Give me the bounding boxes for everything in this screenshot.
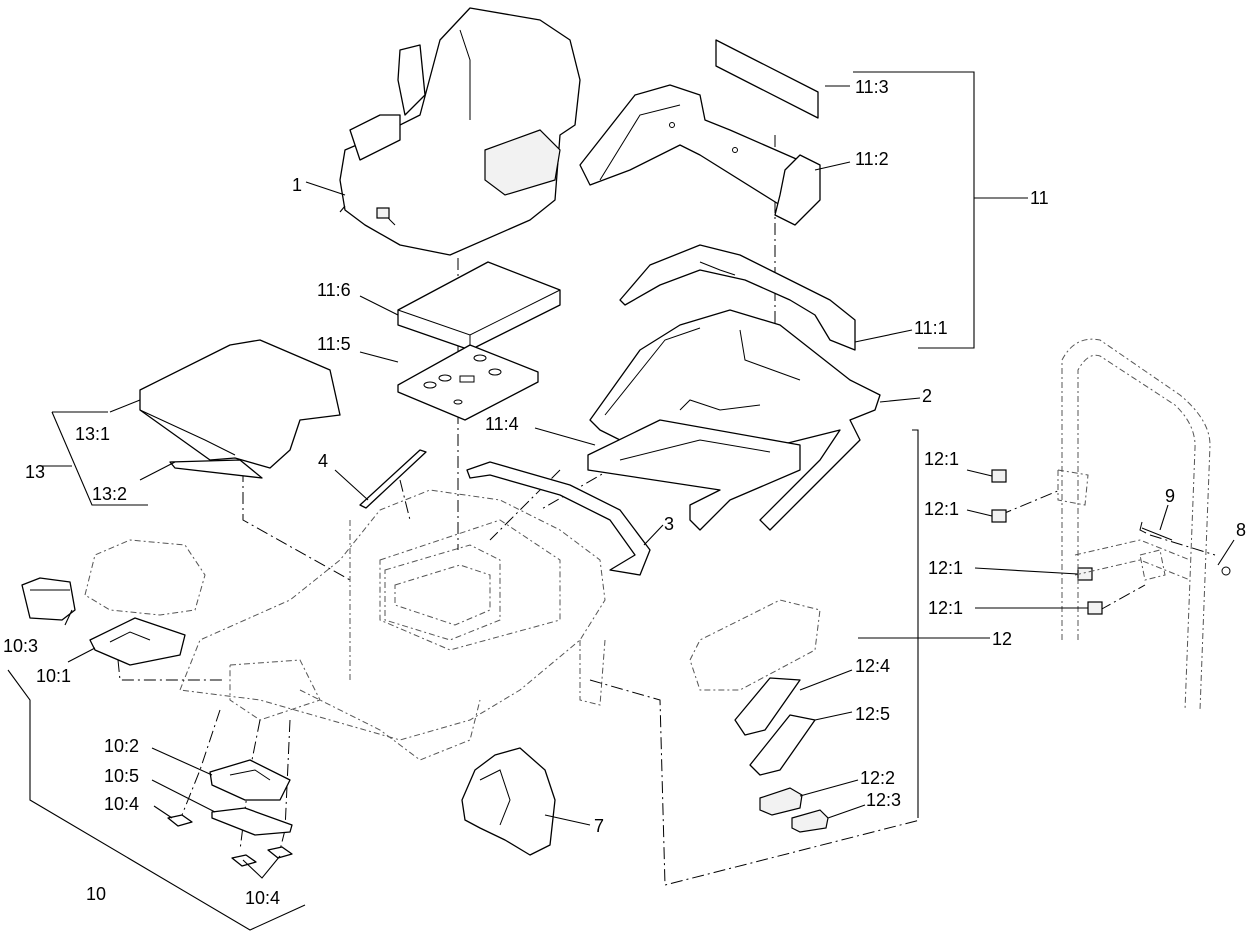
label-12: 12 <box>992 629 1012 649</box>
group-brackets <box>7 71 1028 931</box>
strip-3 <box>466 461 651 576</box>
bracket-7 <box>461 747 556 856</box>
label-11-4: 11:4 <box>485 414 519 434</box>
label-10-3: 10:3 <box>3 636 38 656</box>
label-13: 13 <box>25 462 45 482</box>
label-11-2: 11:2 <box>855 149 889 169</box>
label-13-2: 13:2 <box>92 484 127 504</box>
console-ghost <box>689 599 821 691</box>
seat-pad-11-6 <box>397 261 561 351</box>
label-9: 9 <box>1165 486 1175 506</box>
shroud-ghost <box>84 539 206 616</box>
blocks-12-1 <box>991 469 1103 615</box>
label-10: 10 <box>86 884 106 904</box>
label-3: 3 <box>664 514 674 534</box>
leader-lines <box>64 85 1235 879</box>
nut-8 <box>1221 566 1231 576</box>
label-4: 4 <box>318 451 328 471</box>
assembly-lines <box>117 135 1216 886</box>
part-10-3 <box>21 577 76 621</box>
label-10-4a: 10:4 <box>104 794 139 814</box>
parts-12-2-12-3 <box>759 787 829 833</box>
label-11-1: 11:1 <box>914 318 948 338</box>
label-12-3: 12:3 <box>866 790 901 810</box>
label-10-4b: 10:4 <box>245 888 280 908</box>
foam-11-4 <box>587 419 801 531</box>
mount-plate-11-5 <box>397 344 539 421</box>
label-12-2: 12:2 <box>860 768 895 788</box>
label-12-1d: 12:1 <box>928 598 963 618</box>
label-13-1: 13:1 <box>75 424 110 444</box>
label-10-2: 10:2 <box>104 736 139 756</box>
callout-labels: 1 2 3 4 7 8 9 10 10:1 10:2 10:3 10:4 10:… <box>3 77 1246 908</box>
seat-pan <box>589 309 881 531</box>
label-12-1b: 12:1 <box>924 499 959 519</box>
label-11: 11 <box>1030 188 1049 208</box>
label-12-5: 12:5 <box>855 704 890 724</box>
label-12-4: 12:4 <box>855 656 890 676</box>
strip-4 <box>359 449 427 509</box>
rops-frame <box>1057 338 1211 711</box>
label-2: 2 <box>922 386 932 406</box>
label-10-1: 10:1 <box>36 666 71 686</box>
floor-mat-13-1 <box>139 339 341 469</box>
label-7: 7 <box>594 816 604 836</box>
parts-12-4-12-5 <box>734 677 816 776</box>
pads-10-4 <box>167 814 293 867</box>
label-12-1a: 12:1 <box>924 449 959 469</box>
part-10-5 <box>211 807 293 836</box>
seat <box>339 7 581 256</box>
label-11-5: 11:5 <box>317 334 351 354</box>
side-pad-11-1 <box>619 244 856 351</box>
chassis-frame <box>179 489 606 761</box>
label-1: 1 <box>292 175 302 195</box>
part-10-1 <box>89 617 186 666</box>
armrest-pad-11-3 <box>715 39 819 119</box>
label-11-3: 11:3 <box>855 77 889 97</box>
part-10-2 <box>209 759 291 801</box>
armrest-block-11-2 <box>774 154 821 226</box>
bolt-9 <box>1139 521 1173 541</box>
seat-mount-box <box>384 544 501 641</box>
label-8: 8 <box>1236 520 1246 540</box>
heel-plate-13-2 <box>169 459 263 479</box>
label-12-1c: 12:1 <box>928 558 963 578</box>
label-10-5: 10:5 <box>104 766 139 786</box>
label-11-6: 11:6 <box>317 280 351 300</box>
